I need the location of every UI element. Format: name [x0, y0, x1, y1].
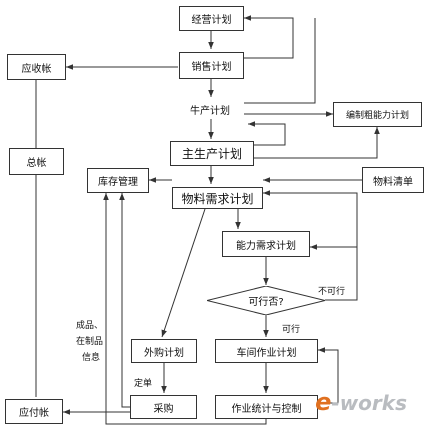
- edge-production-feedback: [244, 18, 316, 104]
- node-payables: 应付帐: [5, 399, 63, 424]
- label-finished-info-line2: 在制品: [76, 337, 104, 347]
- edge-master-loop: [248, 121, 286, 146]
- node-business-plan: 经营计划: [179, 6, 244, 31]
- edge-sales-feedback: [244, 15, 294, 59]
- watermark-logo-rest: -works: [331, 391, 407, 415]
- label-finished-info-line3: 信息: [82, 353, 101, 363]
- node-receivables: 应收帐: [7, 54, 66, 80]
- node-purchase-plan: 外购计划: [131, 339, 197, 363]
- node-inventory-mgmt: 库存管理: [87, 168, 149, 193]
- label-order: 定单: [134, 379, 153, 389]
- edge-purchasing-to-inventory: [119, 193, 130, 408]
- node-feasible-label: 可行否?: [248, 297, 284, 308]
- node-feasible-diamond: [207, 286, 325, 315]
- edge-stats-to-inventory: [103, 193, 267, 425]
- node-mrp: 物料需求计划: [172, 187, 263, 209]
- watermark-logo: e-works: [315, 388, 407, 416]
- node-stats-control: 作业统计与控制: [215, 395, 318, 419]
- node-crp: 能力需求计划: [222, 231, 310, 257]
- node-sales-plan: 销售计划: [179, 52, 244, 79]
- node-rough-capacity-plan: 编制粗能力计划: [333, 102, 422, 127]
- watermark-logo-e: e: [315, 388, 332, 416]
- label-not-feasible: 不可行: [318, 287, 346, 297]
- edge-stats-loop: [318, 347, 339, 404]
- edge-mrp-to-purchase: [161, 208, 206, 338]
- edge-master-to-rough: [254, 127, 380, 159]
- node-master-schedule: 主生产计划: [170, 141, 254, 166]
- node-purchasing: 采购: [130, 395, 197, 419]
- label-finished-info-line1: 成品、: [76, 321, 104, 331]
- node-ledger: 总帐: [9, 148, 64, 175]
- label-feasible-yes: 可行: [282, 325, 301, 335]
- node-bom: 物料清单: [362, 167, 424, 193]
- node-production-plan: 牛产计划: [190, 106, 230, 117]
- node-shop-plan: 车间作业计划: [215, 339, 318, 363]
